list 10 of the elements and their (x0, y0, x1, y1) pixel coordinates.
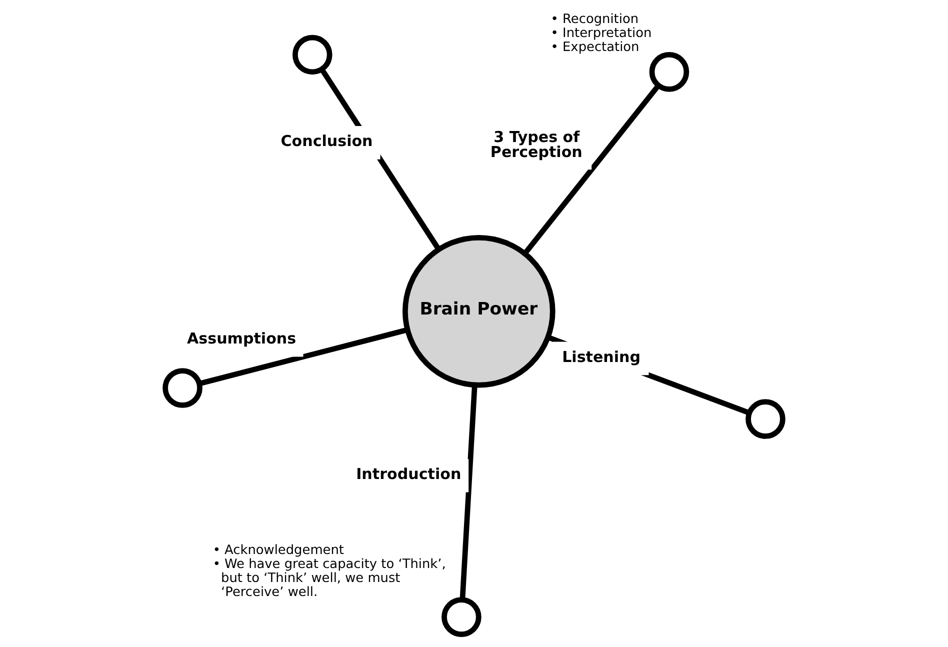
edge-label: 3 Types of Perception (490, 128, 582, 161)
node-label: • Expectation (550, 40, 640, 56)
edge-label: Conclusion (280, 132, 373, 150)
edge-label: Assumptions (187, 330, 296, 348)
edge-label: Listening (562, 348, 641, 366)
node-label: • Recognition (550, 12, 639, 28)
node-label: • We have great capacity to ‘Think’, but to ‘Think’ well, we must ‘Perceive’ well. (212, 557, 446, 600)
node-label: • Interpretation (550, 26, 652, 42)
edge-label: Introduction (356, 465, 462, 484)
node-label: • Acknowledgement (212, 543, 344, 558)
